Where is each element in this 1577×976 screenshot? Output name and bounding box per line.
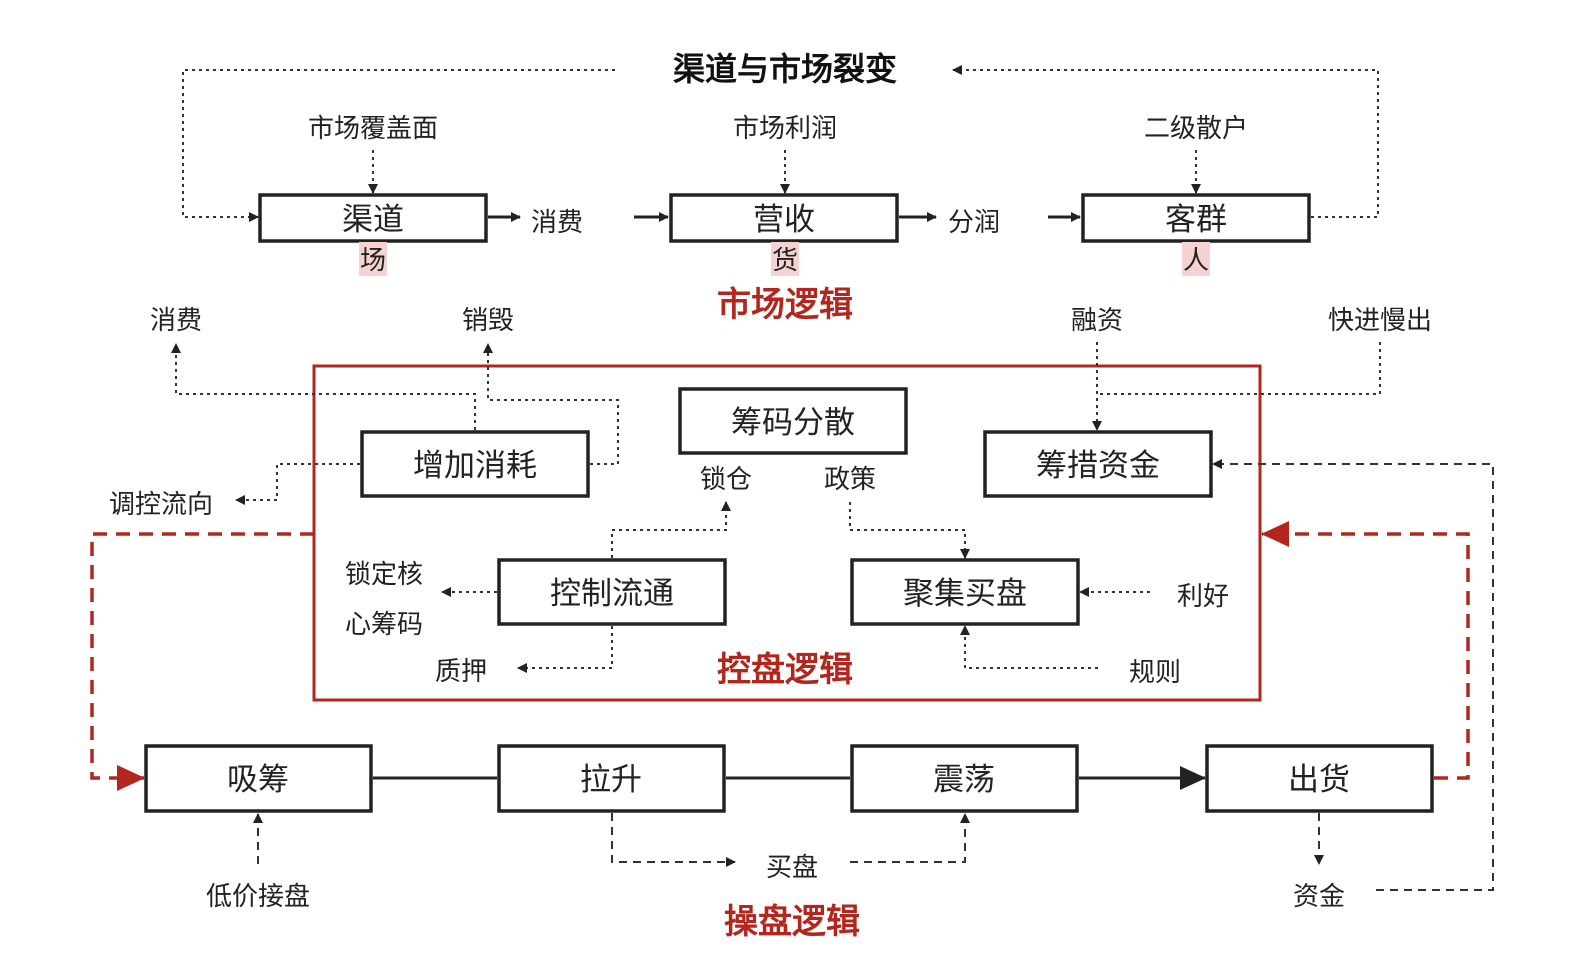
ship-box [1205,744,1434,813]
channel-tag-highlight [359,242,387,276]
consume-box [360,430,590,498]
operation-logic-label: 操盘逻辑 [724,902,860,942]
fast-in-slow-out-label: 快进慢出 [1328,306,1432,336]
consume-out-destroy: 销毁 [462,306,514,336]
ship-box-label: 出货 [1288,762,1350,798]
lock-core-label-2: 心筹码 [345,610,423,640]
loop-arrow-right [952,65,1379,218]
flow-to-lock-arrow [611,501,731,558]
customer-tag-highlight [1182,242,1210,276]
revenue-box [669,193,899,243]
consume-to-destroy-arrow [483,343,619,465]
fast-in-slow-out-arrow [1100,342,1381,395]
shake-box [850,744,1079,813]
policy-label: 政策 [824,465,876,495]
channel-output-label: 消费 [531,208,583,238]
lift-to-buy-arrow [611,813,736,867]
market-logic-label: 市场逻辑 [717,285,853,325]
channel-box [258,193,488,243]
disperse-box [678,387,908,455]
buy-orders-label: 买盘 [766,853,818,883]
consume-box-label: 增加消耗 [413,448,537,484]
consume-to-consumption-arrow [171,343,476,430]
loop-arrow-left [182,69,615,222]
good-news-label: 利好 [1177,582,1229,612]
funds-box-label: 筹措资金 [1036,448,1160,484]
funds-box [983,430,1213,498]
low-buy-label: 低价接盘 [206,882,310,912]
rules-label: 规则 [1129,658,1181,688]
absorb-box-label: 吸筹 [227,762,289,798]
shake-box-label: 震荡 [933,762,995,798]
customer-tag: 人 [1183,246,1209,276]
lock-core-label-1: 锁定核 [345,560,423,590]
pledge-label: 质押 [435,657,487,687]
financing-label: 融资 [1071,306,1123,336]
control-logic-label: 控盘逻辑 [717,650,853,690]
gather-buy-box-label: 聚集买盘 [903,576,1027,612]
revenue-tag-highlight [771,242,799,276]
diagram-title: 渠道与市场裂变 [673,50,897,88]
customer-box [1081,193,1311,243]
buy-to-shake-arrow [850,813,970,863]
policy-to-gather-arrow [849,502,970,559]
capital-label: 资金 [1293,882,1345,912]
revenue-tag: 货 [772,246,798,276]
rules-arrow [960,625,1098,669]
red-loop-left [90,532,314,791]
flow-to-pledge-arrow [517,626,613,673]
consume-out-consumption: 消费 [150,306,202,336]
channel-tag: 场 [360,246,386,276]
flow-direction-label: 调控流向 [109,490,213,520]
absorb-box [144,744,373,813]
customer-box-label: 客群 [1165,202,1227,238]
gather-buy-box [850,558,1080,626]
flow-control-box-label: 控制流通 [550,576,674,612]
lift-box [497,744,726,813]
lift-box-label: 拉升 [580,762,642,798]
revenue-input-label: 市场利润 [733,114,837,144]
disperse-box-label: 筹码分散 [731,405,855,441]
revenue-box-label: 营收 [753,202,815,238]
lock-label: 锁仓 [700,465,752,495]
red-loop-right [1261,521,1470,780]
revenue-output-label: 分润 [948,208,1000,238]
channel-box-label: 渠道 [342,202,404,238]
consume-to-flow-direction-arrow [235,463,360,505]
flow-control-box [497,558,727,626]
channel-input-label: 市场覆盖面 [308,114,438,144]
customer-input-label: 二级散户 [1144,114,1248,144]
capital-to-funds-arrow [1212,459,1494,891]
